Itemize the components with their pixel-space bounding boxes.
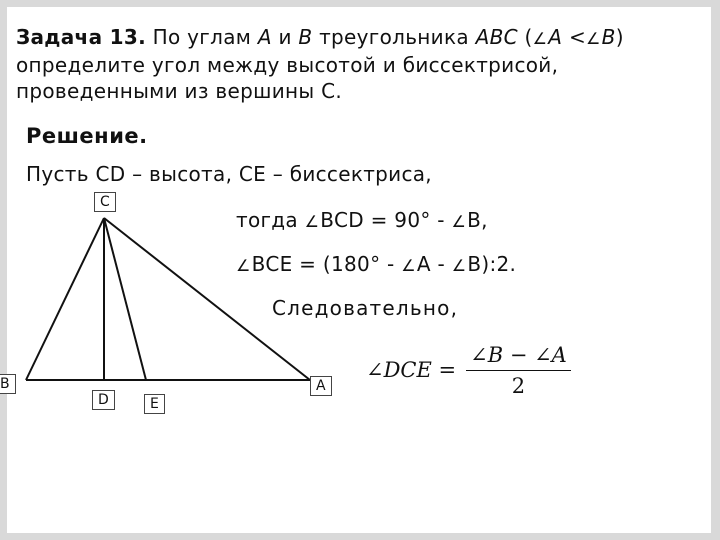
- solution-line-1: Пусть CD – высота, CE – биссектриса,: [26, 162, 432, 186]
- solution-title: Решение.: [26, 124, 148, 148]
- side-cb: [25, 217, 105, 381]
- angle-icon: ∠: [586, 29, 601, 48]
- point-label-b: B: [0, 374, 16, 394]
- problem-label: Задача 13.: [16, 25, 146, 49]
- solution-line-2: тогда ∠BCD = 90° - ∠B,: [236, 208, 488, 232]
- problem-text-2: треугольника: [312, 25, 476, 49]
- problem-cond-b: B: [601, 25, 616, 49]
- solution-line-4: Следовательно,: [272, 296, 459, 320]
- angle-icon: ∠: [451, 212, 467, 231]
- problem-and: и: [271, 25, 299, 49]
- angle-icon: ∠: [236, 256, 251, 275]
- slide: [7, 7, 711, 533]
- angle-icon: ∠: [451, 256, 467, 275]
- problem-cond-lt: <: [562, 25, 586, 49]
- formula-lhs: ∠DCE =: [366, 358, 457, 382]
- line3-part-b: A -: [416, 252, 452, 276]
- problem-cond-open: (: [517, 25, 533, 49]
- problem-statement: Задача 13. По углам A и B треугольника A…: [16, 24, 706, 104]
- angle-icon: ∠: [532, 29, 548, 48]
- formula-numerator: ∠B − ∠A: [466, 343, 571, 371]
- problem-angle-b: B: [298, 25, 313, 49]
- line2-part-a: тогда: [236, 208, 305, 232]
- problem-text-3: определите угол между высотой и биссектр…: [16, 53, 559, 103]
- solution-line-3: ∠BCE = (180° - ∠A - ∠B):2.: [236, 252, 516, 276]
- point-label-d: D: [92, 390, 115, 410]
- line3-part-a: BCE = (180° -: [251, 252, 402, 276]
- point-label-e: E: [144, 394, 165, 414]
- point-label-c: C: [94, 192, 116, 212]
- line3-part-c: B):2.: [467, 252, 517, 276]
- formula-fraction: ∠B − ∠A 2: [466, 343, 571, 398]
- line2-part-c: B,: [467, 208, 488, 232]
- problem-cond-a: A: [548, 25, 563, 49]
- problem-triangle: ABC: [475, 25, 518, 49]
- point-label-a: A: [310, 376, 332, 396]
- problem-angle-a: A: [257, 25, 272, 49]
- formula-denominator: 2: [511, 373, 526, 398]
- problem-cond-close: ): [615, 25, 624, 49]
- angle-icon: ∠: [401, 256, 416, 275]
- line2-part-b: BCD = 90° -: [320, 208, 452, 232]
- answer-formula: ∠DCE = ∠B − ∠A 2: [366, 342, 571, 398]
- side-ca: [103, 217, 311, 381]
- bisector-ce: [103, 217, 147, 381]
- problem-text-1: По углам: [145, 25, 258, 49]
- angle-icon: ∠: [304, 212, 320, 231]
